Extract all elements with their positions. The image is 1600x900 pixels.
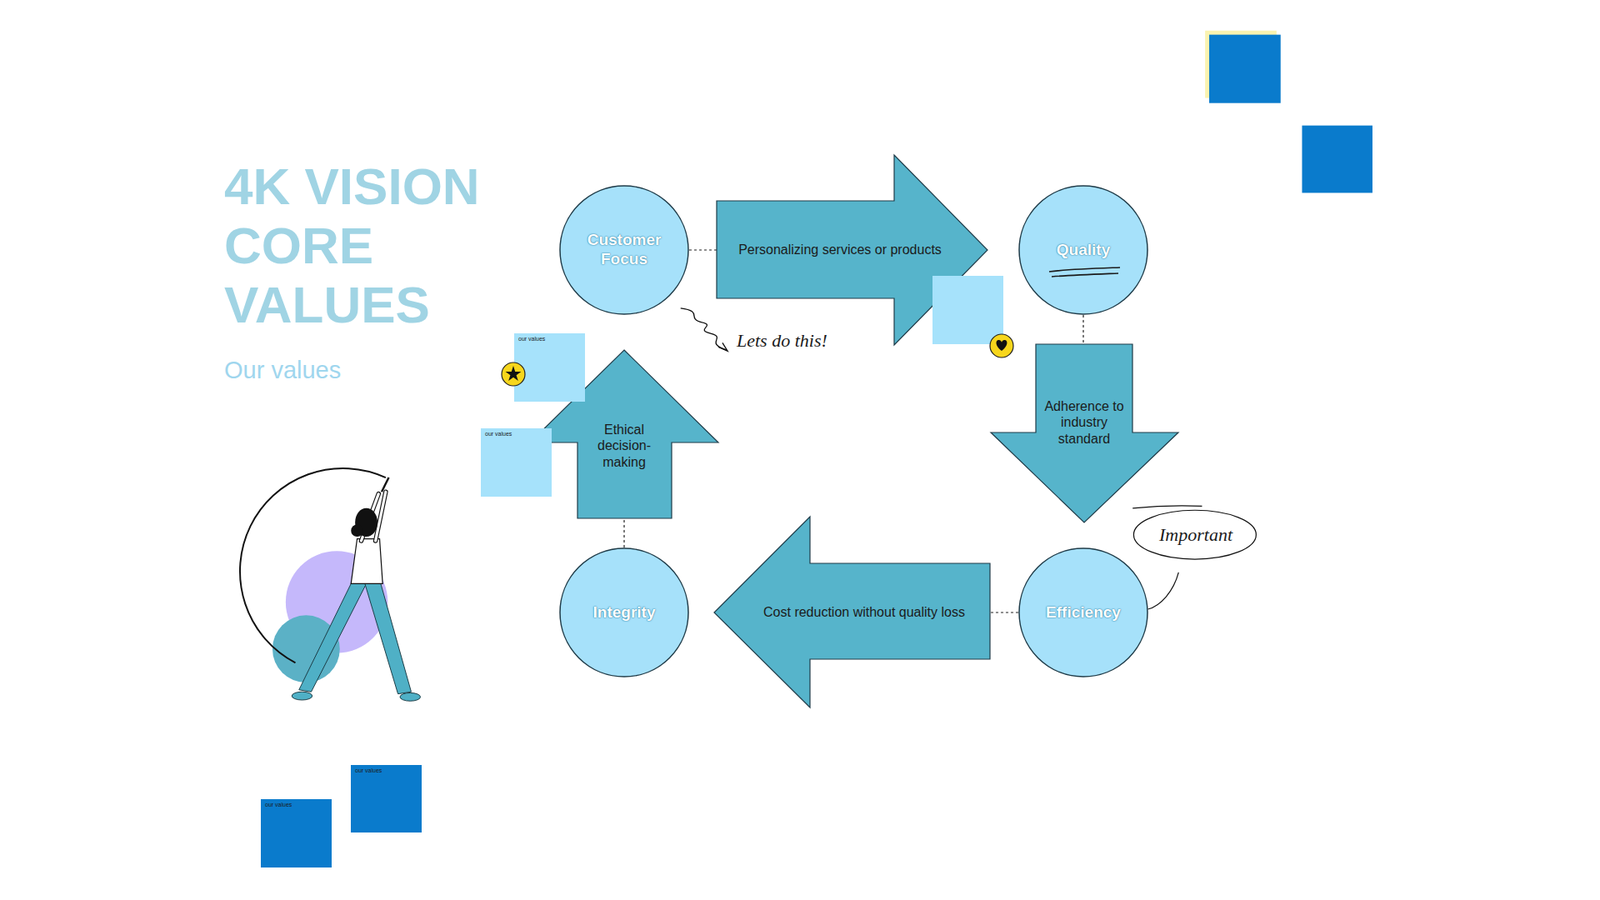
note-text: our values [355, 767, 382, 775]
sticky-square [1209, 35, 1281, 104]
text-area: Customer Focus [574, 200, 675, 300]
sticky-note-outline [260, 799, 332, 868]
text-area: Personalizing services or products [728, 200, 952, 299]
value-name: Efficiency [1045, 603, 1121, 623]
dashed-connector [623, 518, 625, 548]
handwritten-note: Lets do this! [736, 330, 828, 352]
text-area: our values [265, 801, 328, 865]
sticky-note-outline [514, 333, 585, 402]
callout-ellipse [1133, 510, 1256, 560]
value-circle: Quality [1018, 185, 1149, 315]
squiggle-arrowhead [718, 342, 728, 351]
text-area: our values [485, 430, 548, 495]
arrow-text: Cost reduction without quality loss [763, 604, 965, 620]
text-area: our values [518, 335, 581, 400]
text-area: Integrity [574, 562, 675, 663]
underline-stroke [1049, 267, 1120, 272]
handwritten-note: Important [1145, 524, 1246, 546]
figure-hair [350, 524, 364, 537]
node-decoration [514, 333, 585, 402]
squiggle-arrow [680, 308, 727, 350]
sticky-note-blank [932, 275, 1004, 345]
figure-shoe [291, 691, 312, 700]
sticky-note: our values [260, 799, 332, 868]
star-badge [501, 362, 525, 386]
arrow-shape: Adherence to industry standard [990, 344, 1179, 523]
text-area: our values [355, 767, 418, 830]
arrow-text: Personalizing services or products [738, 241, 942, 258]
dashed-connector [1082, 315, 1084, 345]
figure-pen [381, 477, 390, 492]
text-area: Ethical decision-making [582, 400, 666, 492]
leader-line [1148, 572, 1180, 610]
sticky-square [1301, 125, 1372, 194]
sticky-note: our values [480, 428, 552, 497]
dashed-connector [990, 611, 1019, 613]
note-text: our values [485, 430, 512, 438]
callout-stroke [1132, 505, 1202, 509]
underline-stroke [1051, 273, 1119, 277]
value-name: Integrity [593, 603, 656, 623]
arrow-shape: Cost reduction without quality loss [714, 516, 990, 708]
arrow-shape: Personalizing services or products [716, 155, 988, 345]
sticky-note: our values [514, 333, 585, 402]
text-area: Cost reduction without quality loss [745, 563, 983, 662]
figure-shoe [400, 692, 420, 701]
note-text: our values [265, 801, 292, 809]
value-circle: Integrity [559, 547, 690, 678]
sticky-note: our values [350, 765, 422, 833]
value-name: Quality [1056, 240, 1110, 260]
value-circle: Efficiency [1018, 547, 1149, 678]
sticky-note-outline [480, 428, 552, 497]
drawn-arc [240, 468, 386, 663]
arrow-text: Ethical decision-making [582, 421, 666, 470]
text-area: Quality [1033, 200, 1134, 300]
figure-leg [299, 581, 367, 692]
text-area: Efficiency [1033, 562, 1134, 663]
dashed-connector [689, 249, 717, 250]
figure-torso [350, 539, 383, 585]
arrow-text: Adherence to industry standard [1035, 398, 1133, 447]
value-name: Customer Focus [574, 230, 675, 270]
value-circle: Customer Focus [559, 185, 690, 315]
figure-leg [364, 580, 411, 695]
subtitle: Our values [224, 356, 341, 385]
title: 4K VISION CORE VALUES [224, 156, 541, 335]
sticky-note-outline [350, 765, 422, 833]
note-text: our values [518, 335, 545, 343]
text-area: Adherence to industry standard [1035, 377, 1133, 468]
heart-badge [990, 334, 1014, 358]
